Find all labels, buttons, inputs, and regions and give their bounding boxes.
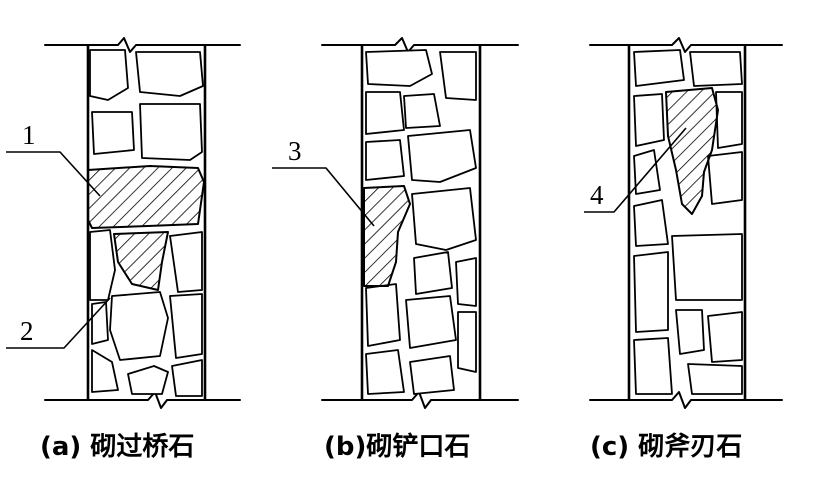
wedge-stone — [113, 231, 169, 291]
leader-3 — [272, 167, 375, 227]
caption-b: (b)砌铲口石 — [324, 432, 470, 462]
axe-blade-stone — [665, 87, 719, 215]
leader-1 — [6, 151, 101, 197]
leader-4 — [584, 127, 687, 213]
callout-4: 4 — [590, 180, 604, 210]
panel-a: 1 2 (a) 砌过桥石 — [6, 37, 241, 462]
rubble-stones — [633, 49, 743, 395]
callout-2: 2 — [20, 316, 34, 346]
leader-2 — [6, 297, 111, 349]
through-stone — [87, 165, 205, 229]
panel-c: 4 (c) 砌斧刃石 — [584, 37, 783, 462]
break-line-bottom — [321, 391, 519, 409]
rubble-stones — [89, 49, 204, 397]
break-line-bottom — [589, 391, 783, 409]
break-line-top — [321, 37, 519, 53]
break-line-top — [589, 37, 783, 53]
caption-a: (a) 砌过桥石 — [40, 432, 194, 462]
rubble-stones — [365, 49, 477, 395]
rabbet-stone — [363, 185, 411, 287]
break-line-bottom — [44, 391, 241, 409]
caption-c: (c) 砌斧刃石 — [590, 432, 742, 462]
callout-3: 3 — [288, 136, 302, 166]
panel-b: 3 (b)砌铲口石 — [272, 37, 519, 462]
break-line-top — [44, 37, 241, 53]
callout-1: 1 — [22, 120, 36, 150]
